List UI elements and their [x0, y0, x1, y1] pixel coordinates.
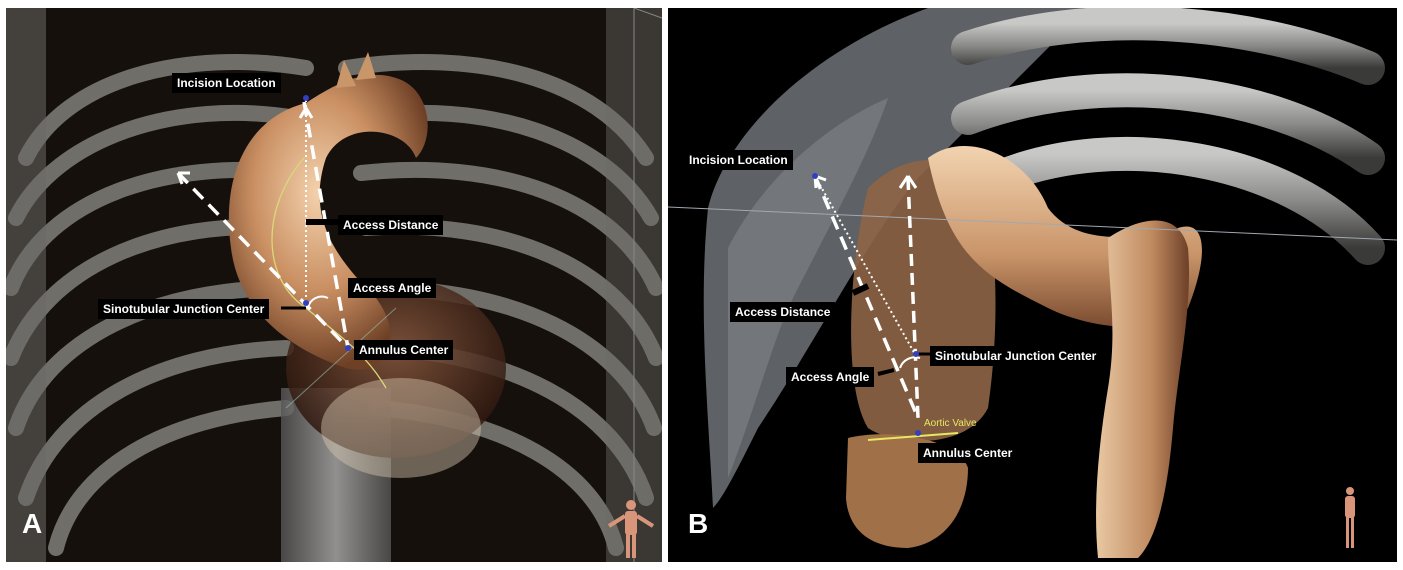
stj-marker: [913, 351, 919, 357]
panel-b-image: [668, 8, 1397, 562]
panel-a-image: [6, 8, 662, 562]
aortic-valve-label: Aortic Valve: [924, 418, 977, 429]
incision-location-label: Incision Location: [684, 150, 793, 170]
panel-letter-b: B: [688, 508, 708, 540]
incision-location-label: Incision Location: [172, 73, 281, 93]
annulus-marker: [345, 345, 351, 351]
access-angle-label: Access Angle: [348, 278, 436, 298]
incision-marker: [812, 173, 818, 179]
sinotubular-junction-center-label: Sinotubular Junction Center: [98, 299, 269, 319]
access-distance-label: Access Distance: [730, 302, 835, 322]
sinotubular-junction-center-label: Sinotubular Junction Center: [930, 346, 1101, 366]
panel-b-ct-rendering: Incision Location Access Distance Access…: [668, 8, 1397, 562]
access-angle-label: Access Angle: [786, 367, 874, 387]
annulus-center-label: Annulus Center: [918, 443, 1017, 463]
incision-marker: [303, 95, 309, 101]
stj-marker: [303, 300, 309, 306]
annulus-center-label: Annulus Center: [354, 340, 453, 360]
annulus-marker: [915, 430, 921, 436]
panel-a-ct-rendering: Incision Location Access Distance Access…: [6, 8, 662, 562]
panel-letter-a: A: [22, 508, 42, 540]
access-distance-label: Access Distance: [338, 215, 443, 235]
